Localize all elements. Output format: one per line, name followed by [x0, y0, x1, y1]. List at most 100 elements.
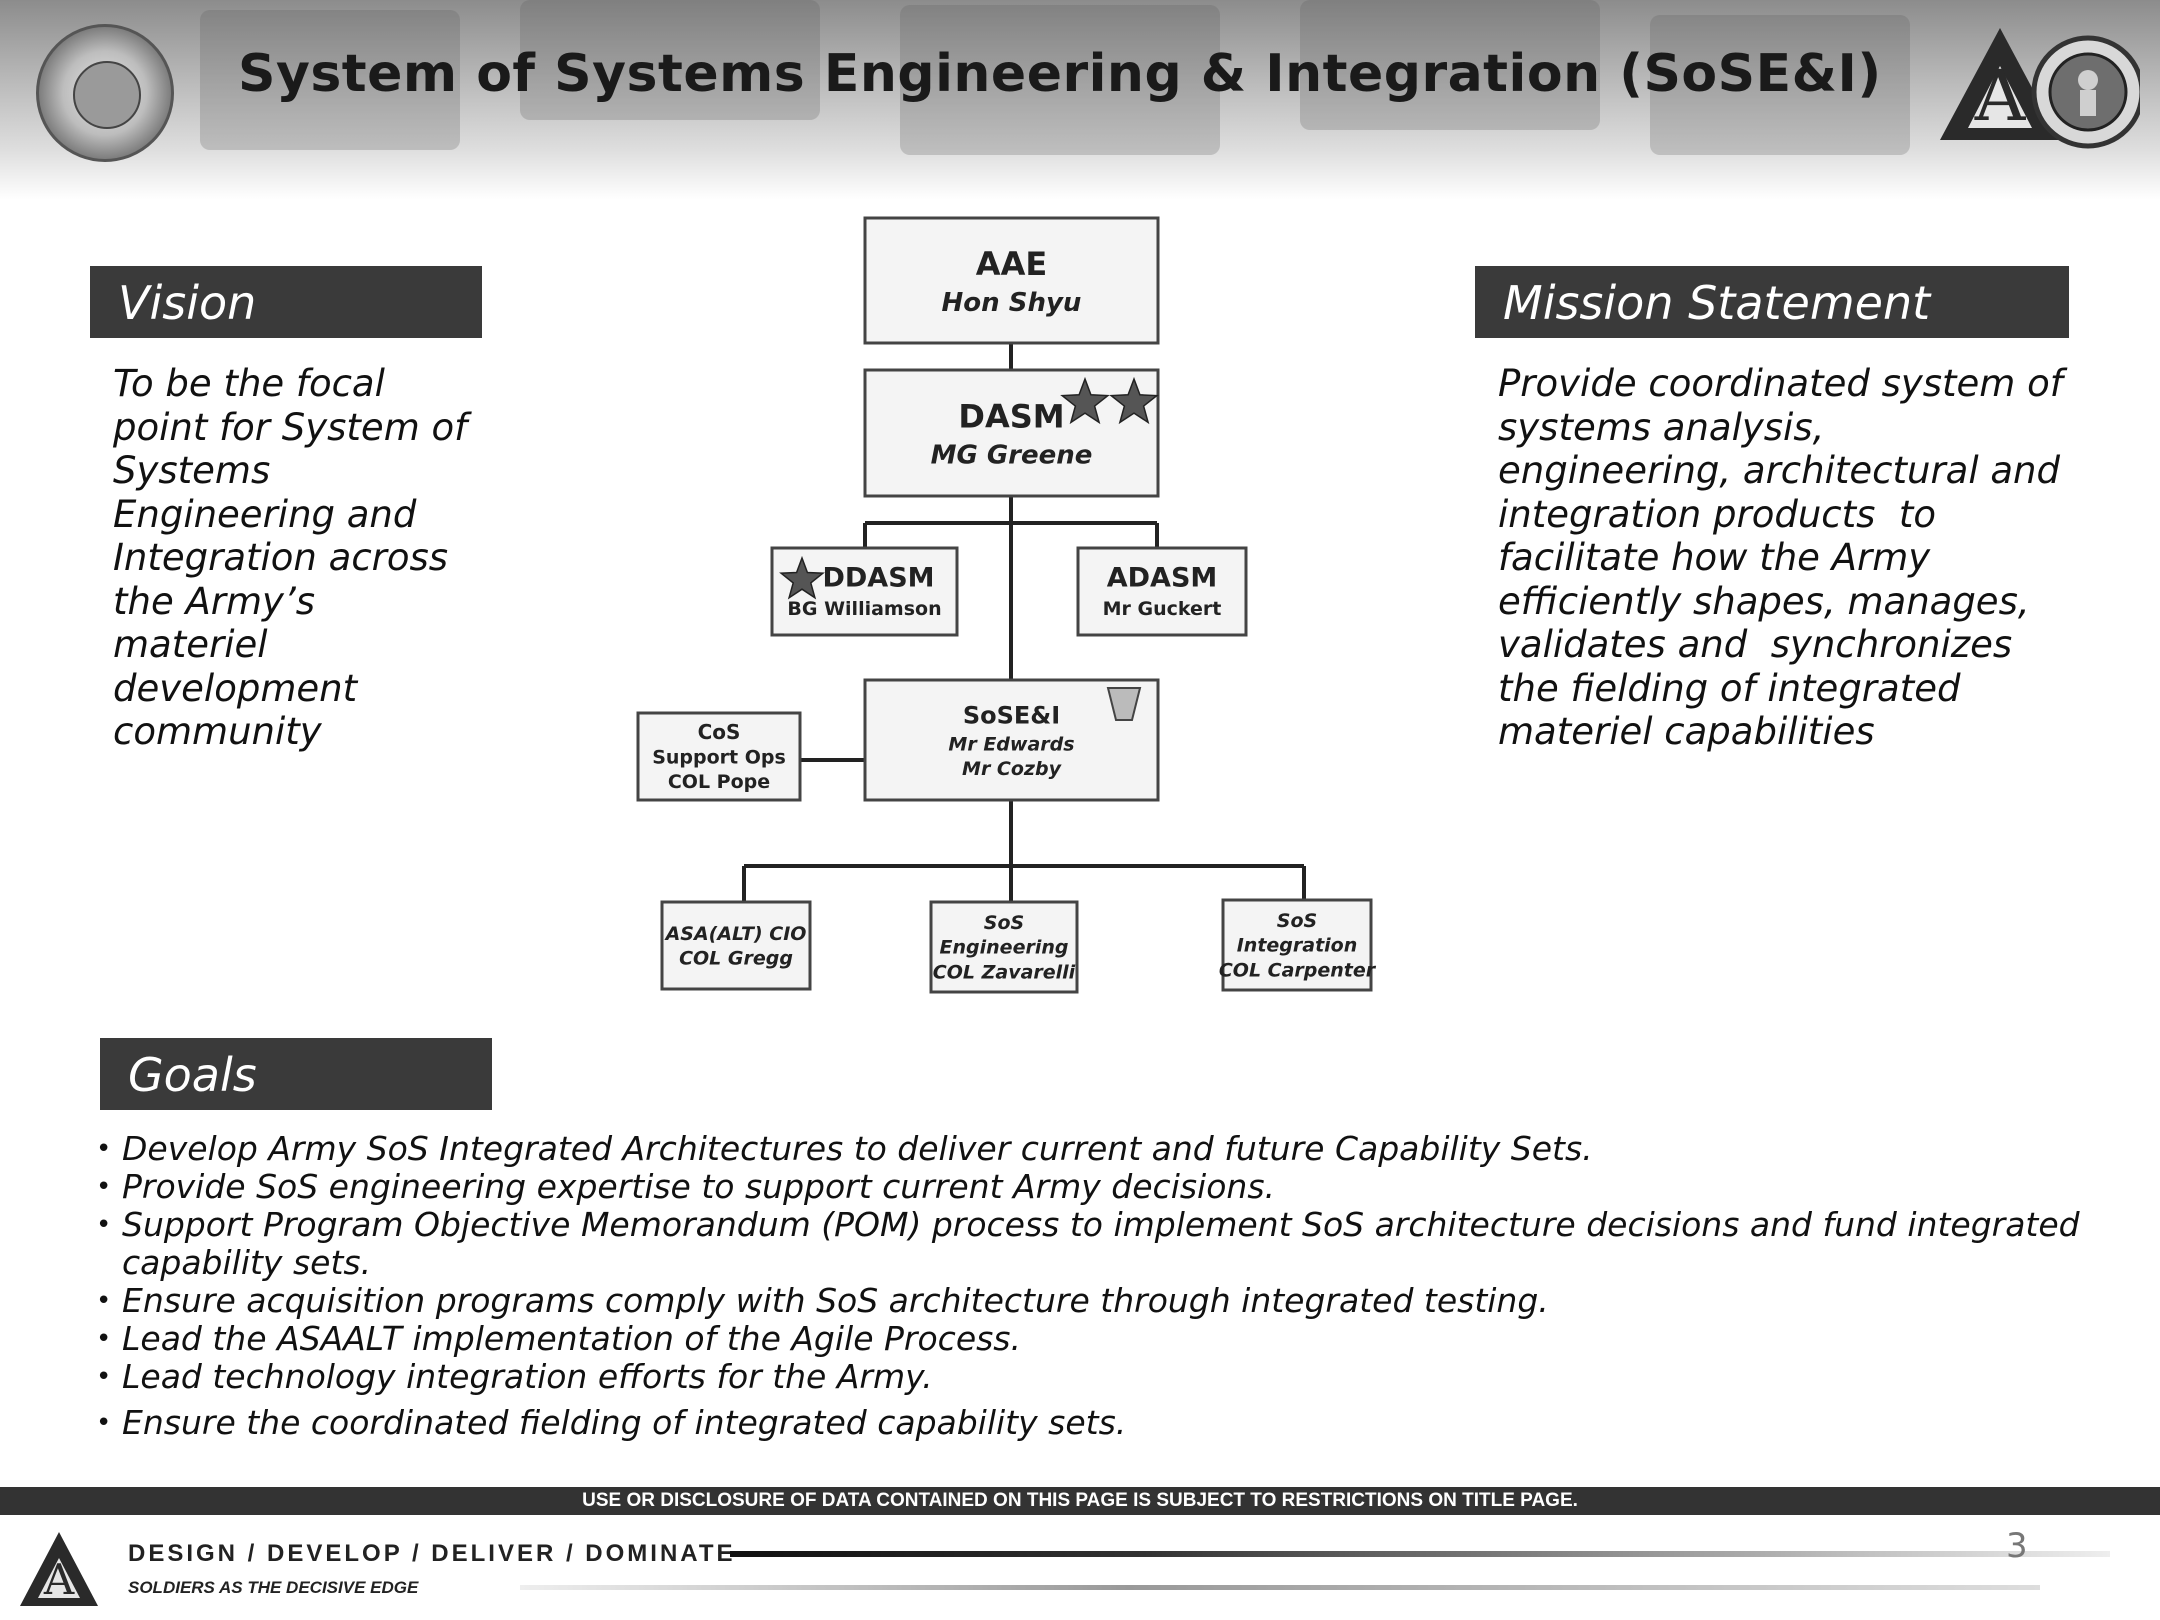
- org-box-name: Mr Cozby: [962, 758, 1063, 780]
- org-box-asa: [660, 900, 812, 991]
- sose-shield-icon: [1106, 687, 1142, 721]
- bullet-icon: •: [96, 1210, 112, 1240]
- org-connector: [742, 800, 1306, 902]
- background-vehicle-image: [900, 5, 1220, 155]
- mission-line: the fielding of integrated: [1498, 666, 1961, 710]
- vision-line: the Army’s: [113, 579, 315, 623]
- org-box-sosint: [1221, 898, 1373, 992]
- goal-item: • Lead the ASAALT implementation of the A…: [96, 1320, 2112, 1358]
- org-box-soseng: [929, 900, 1079, 994]
- org-box-name: ASA(ALT) CIO: [664, 923, 807, 945]
- org-box-name: MG Greene: [931, 441, 1093, 471]
- org-box-sosei: [863, 678, 1160, 802]
- background-vehicle-image: [1300, 0, 1600, 130]
- org-box-aae: [863, 216, 1160, 345]
- mission-line: Provide coordinated system of: [1498, 362, 2063, 405]
- bullet-icon: •: [96, 1172, 112, 1202]
- org-box-name: Mr Edwards: [948, 734, 1074, 756]
- footer-subtagline: SOLDIERS AS THE DECISIVE EDGE: [128, 1578, 419, 1597]
- org-box-name: Support Ops: [652, 746, 786, 768]
- svg-text:A: A: [43, 1555, 75, 1604]
- goal-item: • Ensure acquisition programs comply with…: [96, 1282, 2112, 1320]
- org-box-name: COL Carpenter: [1219, 959, 1377, 981]
- goal-item: • Provide SoS engineering expertise to su…: [96, 1168, 2112, 1206]
- vision-line: point for System of: [113, 405, 468, 449]
- goal-item: • Develop Army SoS Integrated Architectur…: [96, 1130, 2112, 1168]
- svg-text:A: A: [1974, 55, 2027, 137]
- goal-text: Ensure the coordinated fielding of integ…: [122, 1403, 1127, 1442]
- army-seal-logo: [36, 24, 174, 162]
- org-box-name: Engineering: [940, 937, 1069, 959]
- footer-rule: [730, 1551, 2110, 1557]
- org-box-dasm: [863, 368, 1160, 498]
- org-box-title: DDASM: [822, 563, 934, 594]
- mission-banner: Mission Statement: [1475, 266, 2069, 338]
- bullet-icon: •: [96, 1408, 112, 1438]
- org-box-name: SoS: [984, 912, 1024, 934]
- org-box-title: SoSE&I: [963, 702, 1060, 730]
- goal-item: • Ensure the coordinated fielding of inte…: [96, 1404, 2112, 1442]
- general-star-icon: [779, 555, 825, 600]
- org-box-title: CoS: [698, 720, 741, 744]
- background-vehicle-image: [1650, 15, 1910, 155]
- general-star-icon: [1109, 376, 1159, 425]
- general-star-icon: [1060, 376, 1110, 425]
- mission-line: integration products to: [1498, 492, 1937, 536]
- vision-line: Integration across: [113, 536, 449, 579]
- org-box-name: SoS: [1277, 910, 1317, 932]
- org-box-cos: [636, 711, 802, 802]
- goal-text: Ensure acquisition programs comply with …: [122, 1281, 1549, 1320]
- footer-tagline: DESIGN / DEVELOP / DELIVER / DOMINATE: [128, 1540, 736, 1567]
- mission-heading: Mission Statement: [1503, 276, 1931, 330]
- footer-rule: [520, 1585, 2040, 1590]
- goal-text: Develop Army SoS Integrated Architecture…: [122, 1129, 1593, 1168]
- vision-line: Engineering and: [113, 492, 417, 536]
- vision-line: development: [113, 666, 358, 710]
- vision-line: Systems: [113, 449, 271, 492]
- vision-heading: Vision: [118, 276, 257, 330]
- goal-text: Provide SoS engineering expertise to sup…: [122, 1167, 1276, 1206]
- mission-line: systems analysis,: [1498, 405, 1825, 449]
- header-banner: [0, 0, 2160, 200]
- bullet-icon: •: [96, 1134, 112, 1164]
- background-vehicle-image: [200, 10, 460, 150]
- mission-line: efficiently shapes, manages,: [1498, 579, 2030, 623]
- vision-line: To be the focal: [113, 362, 385, 405]
- org-box-adasm: [1076, 546, 1248, 637]
- org-connector: [863, 521, 1159, 548]
- bullet-icon: •: [96, 1362, 112, 1392]
- org-box-title: DASM: [958, 397, 1064, 435]
- org-box-name: BG Williamson: [787, 598, 941, 620]
- org-box-name: Hon Shyu: [942, 288, 1082, 318]
- goal-text: Support Program Objective Memorandum (PO…: [122, 1205, 2080, 1282]
- page-number: 3: [2006, 1526, 2028, 1566]
- org-box-name: COL Pope: [668, 771, 770, 793]
- goal-text: Lead the ASAALT implementation of the Ag…: [122, 1319, 1021, 1358]
- mission-line: facilitate how the Army: [1498, 536, 1931, 579]
- bullet-icon: •: [96, 1286, 112, 1316]
- page-title: System of Systems Engineering & Integrat…: [238, 44, 1882, 104]
- org-box-name: COL Gregg: [679, 948, 793, 970]
- org-box-name: COL Zavarelli: [933, 961, 1076, 983]
- mission-line: validates and synchronizes: [1498, 623, 2013, 666]
- vision-banner: Vision: [90, 266, 482, 338]
- vision-line: community: [113, 710, 322, 753]
- mission-line: materiel capabilities: [1498, 710, 1875, 753]
- restriction-notice: USE OR DISCLOSURE OF DATA CONTAINED ON T…: [0, 1487, 2160, 1515]
- goals-banner: Goals: [100, 1038, 492, 1110]
- org-box-name: Integration: [1237, 935, 1358, 957]
- vision-line: materiel: [113, 623, 268, 666]
- org-box-title: ADASM: [1107, 563, 1218, 594]
- goal-text: Lead technology integration efforts for …: [122, 1357, 933, 1396]
- mission-line: engineering, architectural and: [1498, 449, 2060, 492]
- sose-emblem-logo: A: [1940, 28, 2140, 149]
- org-box-title: AAE: [976, 245, 1047, 283]
- goal-item: • Lead technology integration efforts for…: [96, 1358, 2112, 1396]
- bullet-icon: •: [96, 1324, 112, 1354]
- org-box-name: Mr Guckert: [1103, 598, 1222, 620]
- asa-alt-logo: A: [20, 1532, 98, 1606]
- goal-item: • Support Program Objective Memorandum (P…: [96, 1206, 2112, 1282]
